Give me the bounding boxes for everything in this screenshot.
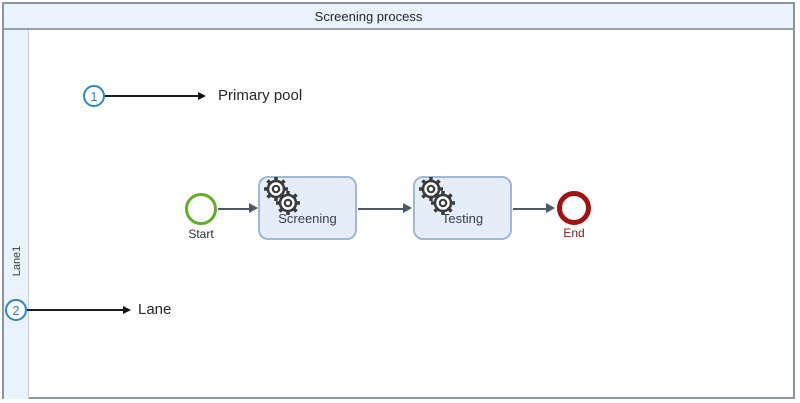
callout-1-badge: 1 [83,85,105,107]
end-event[interactable] [557,191,591,225]
callout-2-number: 2 [12,302,20,318]
sequence-flow-2-arrowhead-icon [403,203,412,213]
task-testing-label: Testing [441,211,484,226]
callout-2-label: Lane [138,301,172,318]
task-screening[interactable]: Screening [258,176,357,240]
sequence-flow-3-line [513,208,546,210]
callout-1-arrow-line [105,95,198,97]
end-event-label: End [563,226,585,240]
callout-1-number: 1 [90,88,98,104]
sequence-flow-1-line [218,208,249,210]
callout-2-arrowhead-icon [123,306,131,314]
service-task-gear-icon [419,177,455,215]
callout-1-label: Primary pool [218,87,303,104]
start-event[interactable] [185,193,217,225]
lane-header-strip[interactable] [4,30,29,399]
service-task-gear-icon [264,177,300,215]
pool-container[interactable] [2,2,795,399]
callout-2-badge: 2 [5,299,27,321]
task-testing[interactable]: Testing [413,176,512,240]
sequence-flow-2-line [358,208,403,210]
lane-title: Lane1 [11,245,23,277]
callout-1-arrowhead-icon [198,92,206,100]
pool-title: Screening process [314,8,423,24]
callout-2-arrow-line [27,309,123,311]
pool-title-bar[interactable]: Screening process [2,2,795,30]
sequence-flow-1-arrowhead-icon [249,203,258,213]
sequence-flow-3-arrowhead-icon [546,203,555,213]
task-screening-label: Screening [278,211,337,226]
start-event-label: Start [188,227,214,241]
